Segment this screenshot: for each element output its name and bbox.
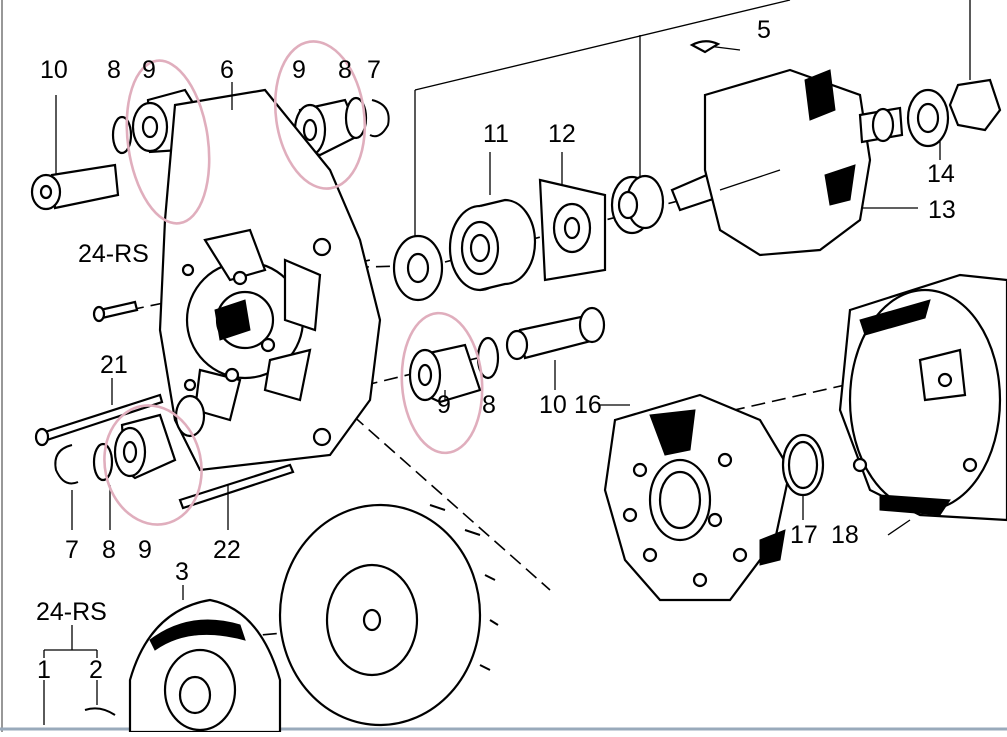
spacer-washer <box>392 234 444 302</box>
rectifier-16 <box>603 393 792 602</box>
label-9-bottom: 9 <box>138 536 152 564</box>
o-ring-17 <box>781 433 825 520</box>
label-5: 5 <box>757 16 771 44</box>
retainer-plate-12 <box>538 178 607 282</box>
label-8-bottom: 8 <box>102 536 116 564</box>
bearing-11 <box>448 198 537 292</box>
through-bolt-top <box>30 95 120 211</box>
label-10-top: 10 <box>40 56 68 84</box>
highlight-circle-bottom-left <box>103 404 203 526</box>
part-labels: 10 8 9 6 9 8 7 5 11 12 14 13 24-RS 21 9 … <box>36 16 956 684</box>
label-9-top-mid: 9 <box>292 56 306 84</box>
label-24rs-mid: 24-RS <box>78 240 149 268</box>
label-12: 12 <box>548 120 576 148</box>
label-7-bottom: 7 <box>65 536 79 564</box>
stud-22 <box>178 463 295 530</box>
label-13: 13 <box>928 196 956 224</box>
label-21: 21 <box>100 351 128 379</box>
label-14: 14 <box>927 160 955 188</box>
highlight-circle-top-left <box>125 59 211 225</box>
label-1: 1 <box>37 656 51 684</box>
seal-ring <box>610 174 665 235</box>
bracket-24rs-bottom <box>43 625 116 725</box>
label-22: 22 <box>213 536 241 564</box>
highlight-circle-center <box>400 311 484 455</box>
bushing-center <box>408 306 606 404</box>
bearing-14 <box>906 78 1002 160</box>
label-2: 2 <box>89 656 103 684</box>
label-9-top-left: 9 <box>142 56 156 84</box>
label-10-center: 10 <box>539 391 567 419</box>
label-7-top: 7 <box>367 56 381 84</box>
pulley-3 <box>128 585 282 734</box>
label-8-top-left: 8 <box>107 56 121 84</box>
long-bolt-21 <box>34 378 164 447</box>
label-9-center: 9 <box>437 391 451 419</box>
woodruff-key-5 <box>689 40 721 54</box>
slip-ring-end-housing-18 <box>838 273 1007 522</box>
screw-24rs <box>92 300 139 323</box>
label-24rs-bottom: 24-RS <box>36 598 107 626</box>
label-8-top-mid: 8 <box>338 56 352 84</box>
label-3: 3 <box>175 558 189 586</box>
rotor-13 <box>670 68 904 257</box>
label-16: 16 <box>574 391 602 419</box>
highlight-circle-top-mid <box>273 40 367 190</box>
drive-end-housing <box>158 82 382 472</box>
fan <box>278 503 499 727</box>
label-17: 17 <box>790 521 818 549</box>
label-11: 11 <box>483 120 509 148</box>
label-8-center: 8 <box>482 391 496 419</box>
highlight-circles <box>103 40 484 526</box>
label-18: 18 <box>831 521 859 549</box>
bushing-bottom-left <box>54 413 177 530</box>
label-6: 6 <box>220 56 234 84</box>
